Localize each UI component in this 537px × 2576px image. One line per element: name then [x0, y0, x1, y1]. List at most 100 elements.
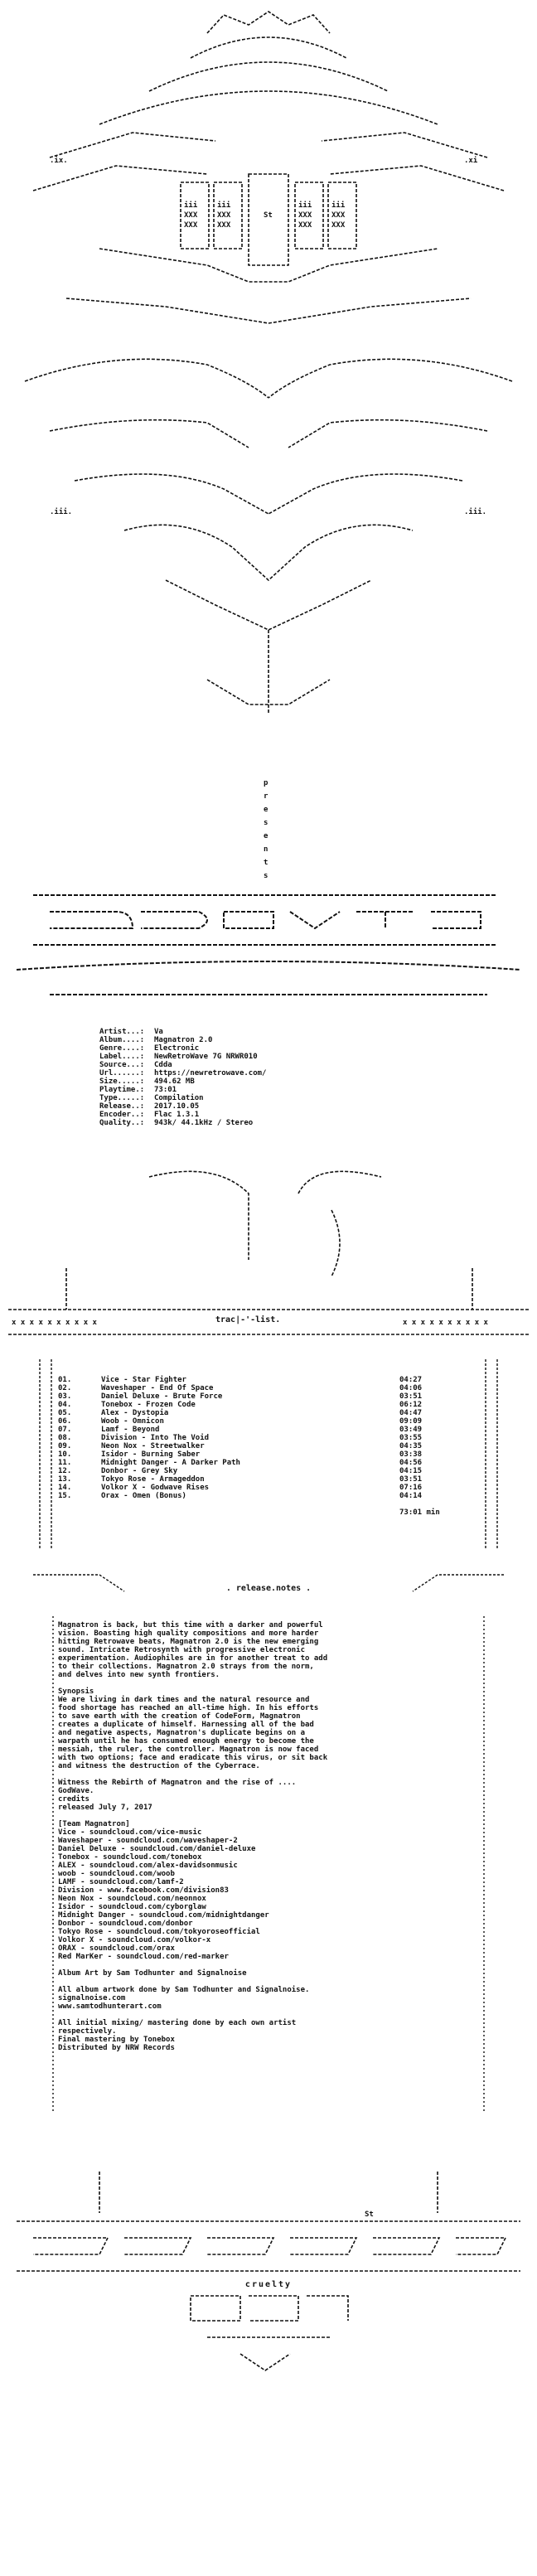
info-value: Electronic — [154, 1044, 200, 1053]
notes-line: Isidor - soundcloud.com/cyborglaw — [58, 1903, 206, 1911]
info-label: Album....: — [99, 1036, 145, 1044]
svg-text:XXX: XXX — [217, 211, 231, 220]
notes-line: Daniel Deluxe - soundcloud.com/daniel-de… — [58, 1845, 256, 1853]
presents-letter: p — [264, 779, 268, 787]
svg-text:XXX: XXX — [184, 211, 198, 220]
presents-letter: r — [264, 792, 268, 801]
notes-line: and witness the destruction of the Cyber… — [58, 1762, 260, 1770]
crew-glyph-footer: St — [365, 2210, 374, 2219]
notes-line: sound. Intricate Retrosynth with progres… — [58, 1646, 306, 1654]
notes-line: Waveshaper - soundcloud.com/waveshaper-2 — [58, 1837, 238, 1845]
notes-line — [58, 1679, 481, 1687]
svg-text:XXX: XXX — [331, 221, 346, 230]
presents-letter: t — [264, 859, 268, 867]
notes-line — [58, 1770, 481, 1779]
crew-glyph: St — [264, 211, 273, 220]
notes-line: experimentation. Audiophiles are in for … — [58, 1654, 328, 1663]
info-label: Type.....: — [99, 1094, 145, 1102]
notes-line: All album artwork done by Sam Todhunter … — [58, 1986, 310, 1994]
notes-line: Synopsis — [58, 1687, 94, 1696]
presents-letter: e — [264, 832, 268, 840]
info-value: Flac 1.3.1 — [154, 1111, 200, 1119]
svg-text:XXX: XXX — [184, 221, 198, 230]
notes-line: Donbor - soundcloud.com/donbor — [58, 1920, 193, 1928]
svg-text:iii: iii — [331, 201, 346, 210]
notes-line: Vice - soundcloud.com/vice-music — [58, 1828, 202, 1837]
notes-line: Neon Nox - soundcloud.com/neonnox — [58, 1895, 206, 1903]
notes-line: credits — [58, 1795, 90, 1804]
notes-line: [Team Magnatron] — [58, 1820, 130, 1828]
svg-text:XXX: XXX — [298, 221, 312, 230]
notes-line: GodWave. — [58, 1787, 94, 1795]
notes-line: We are living in dark times and the natu… — [58, 1696, 310, 1704]
info-value: Compilation — [154, 1094, 204, 1102]
footer-group-name: cruelty — [244, 2280, 293, 2289]
info-label: Artist...: — [99, 1028, 145, 1036]
info-value: 73:01 — [154, 1086, 177, 1094]
notes-line: to their collections. Magnatron 2.0 stra… — [58, 1663, 314, 1671]
svg-text:.iii.: .iii. — [50, 507, 72, 516]
notes-line: Tokyo Rose - soundcloud.com/tokyoroseoff… — [58, 1928, 260, 1936]
release-info: Artist...:Va Album....:Magnatron 2.0 Gen… — [0, 1028, 537, 1144]
notes-line: Witness the Rebirth of Magnatron and the… — [58, 1779, 297, 1787]
notes-line — [58, 1812, 481, 1820]
notes-line: vision. Boasting high quality compositio… — [58, 1629, 319, 1638]
notes-line: and negative aspects, Magnatron's duplic… — [58, 1729, 306, 1737]
info-value: 943k/ 44.1kHz / Stereo — [154, 1119, 254, 1127]
info-label: Encoder..: — [99, 1111, 145, 1119]
info-label: Url......: — [99, 1069, 145, 1077]
info-value: 2017.10.05 — [154, 1102, 200, 1111]
notes-line: released July 7, 2017 — [58, 1804, 152, 1812]
info-label: Size.....: — [99, 1077, 145, 1086]
notes-line: hitting Retrowave beats, Magnatron 2.0 i… — [58, 1638, 319, 1646]
info-value: 494.62 MB — [154, 1077, 195, 1086]
notes-line: Volkor X - soundcloud.com/volkor-x — [58, 1936, 211, 1944]
notes-line: ORAX - soundcloud.com/orax — [58, 1944, 175, 1953]
info-label: Playtime.: — [99, 1086, 145, 1094]
table-row: 15.Orax - Omen (Bonus)04:14 — [58, 1492, 423, 1500]
svg-text:iii: iii — [298, 201, 312, 210]
notes-line: creates a duplicate of himself. Harnessi… — [58, 1721, 314, 1729]
presents-vertical: p r e s e n t s — [264, 779, 268, 885]
notes-line — [58, 1961, 481, 1969]
notes-line: signalnoise.com — [58, 1994, 126, 2002]
presents-letter: s — [264, 819, 268, 827]
presents-letter: s — [264, 872, 268, 880]
info-label: Label....: — [99, 1053, 145, 1061]
info-label: Genre....: — [99, 1044, 145, 1053]
info-value: NewRetroWave 7G NRWR010 — [154, 1053, 258, 1061]
notes-line: Red MarKer - soundcloud.com/red-marker — [58, 1953, 229, 1961]
svg-text:XXX: XXX — [217, 221, 231, 230]
notes-line: Magnatron is back, but this time with a … — [58, 1621, 323, 1629]
notes-line: and delves into new synth frontiers. — [58, 1671, 220, 1679]
notes-line: Division - www.facebook.com/division83 — [58, 1886, 229, 1895]
info-value: Cdda — [154, 1061, 172, 1069]
info-label: Source...: — [99, 1061, 145, 1069]
group-logo-ascii — [0, 862, 537, 1011]
svg-text:XXX: XXX — [298, 211, 312, 220]
svg-text:XXX: XXX — [331, 211, 346, 220]
info-value: Va — [154, 1028, 163, 1036]
notes-title: . release.notes . — [225, 1584, 312, 1593]
notes-line: respectively. — [58, 2027, 117, 2036]
tracklist-title: trac|-'-list. — [215, 1315, 281, 1324]
info-label: Release..: — [99, 1102, 145, 1111]
svg-text:x x x x x x x x x x: x x x x x x x x x x — [12, 1319, 98, 1327]
notes-line: messiah, the ruler, the controller. Magn… — [58, 1746, 319, 1754]
notes-line: ALEX - soundcloud.com/alex-davidsonmusic — [58, 1862, 238, 1870]
release-notes: Magnatron is back, but this time with a … — [0, 1616, 537, 2122]
tracklist-header-ascii: x x x x x x x x x x x x x x x x x x x x … — [0, 1160, 537, 1343]
svg-text:.iii.: .iii. — [464, 507, 486, 516]
